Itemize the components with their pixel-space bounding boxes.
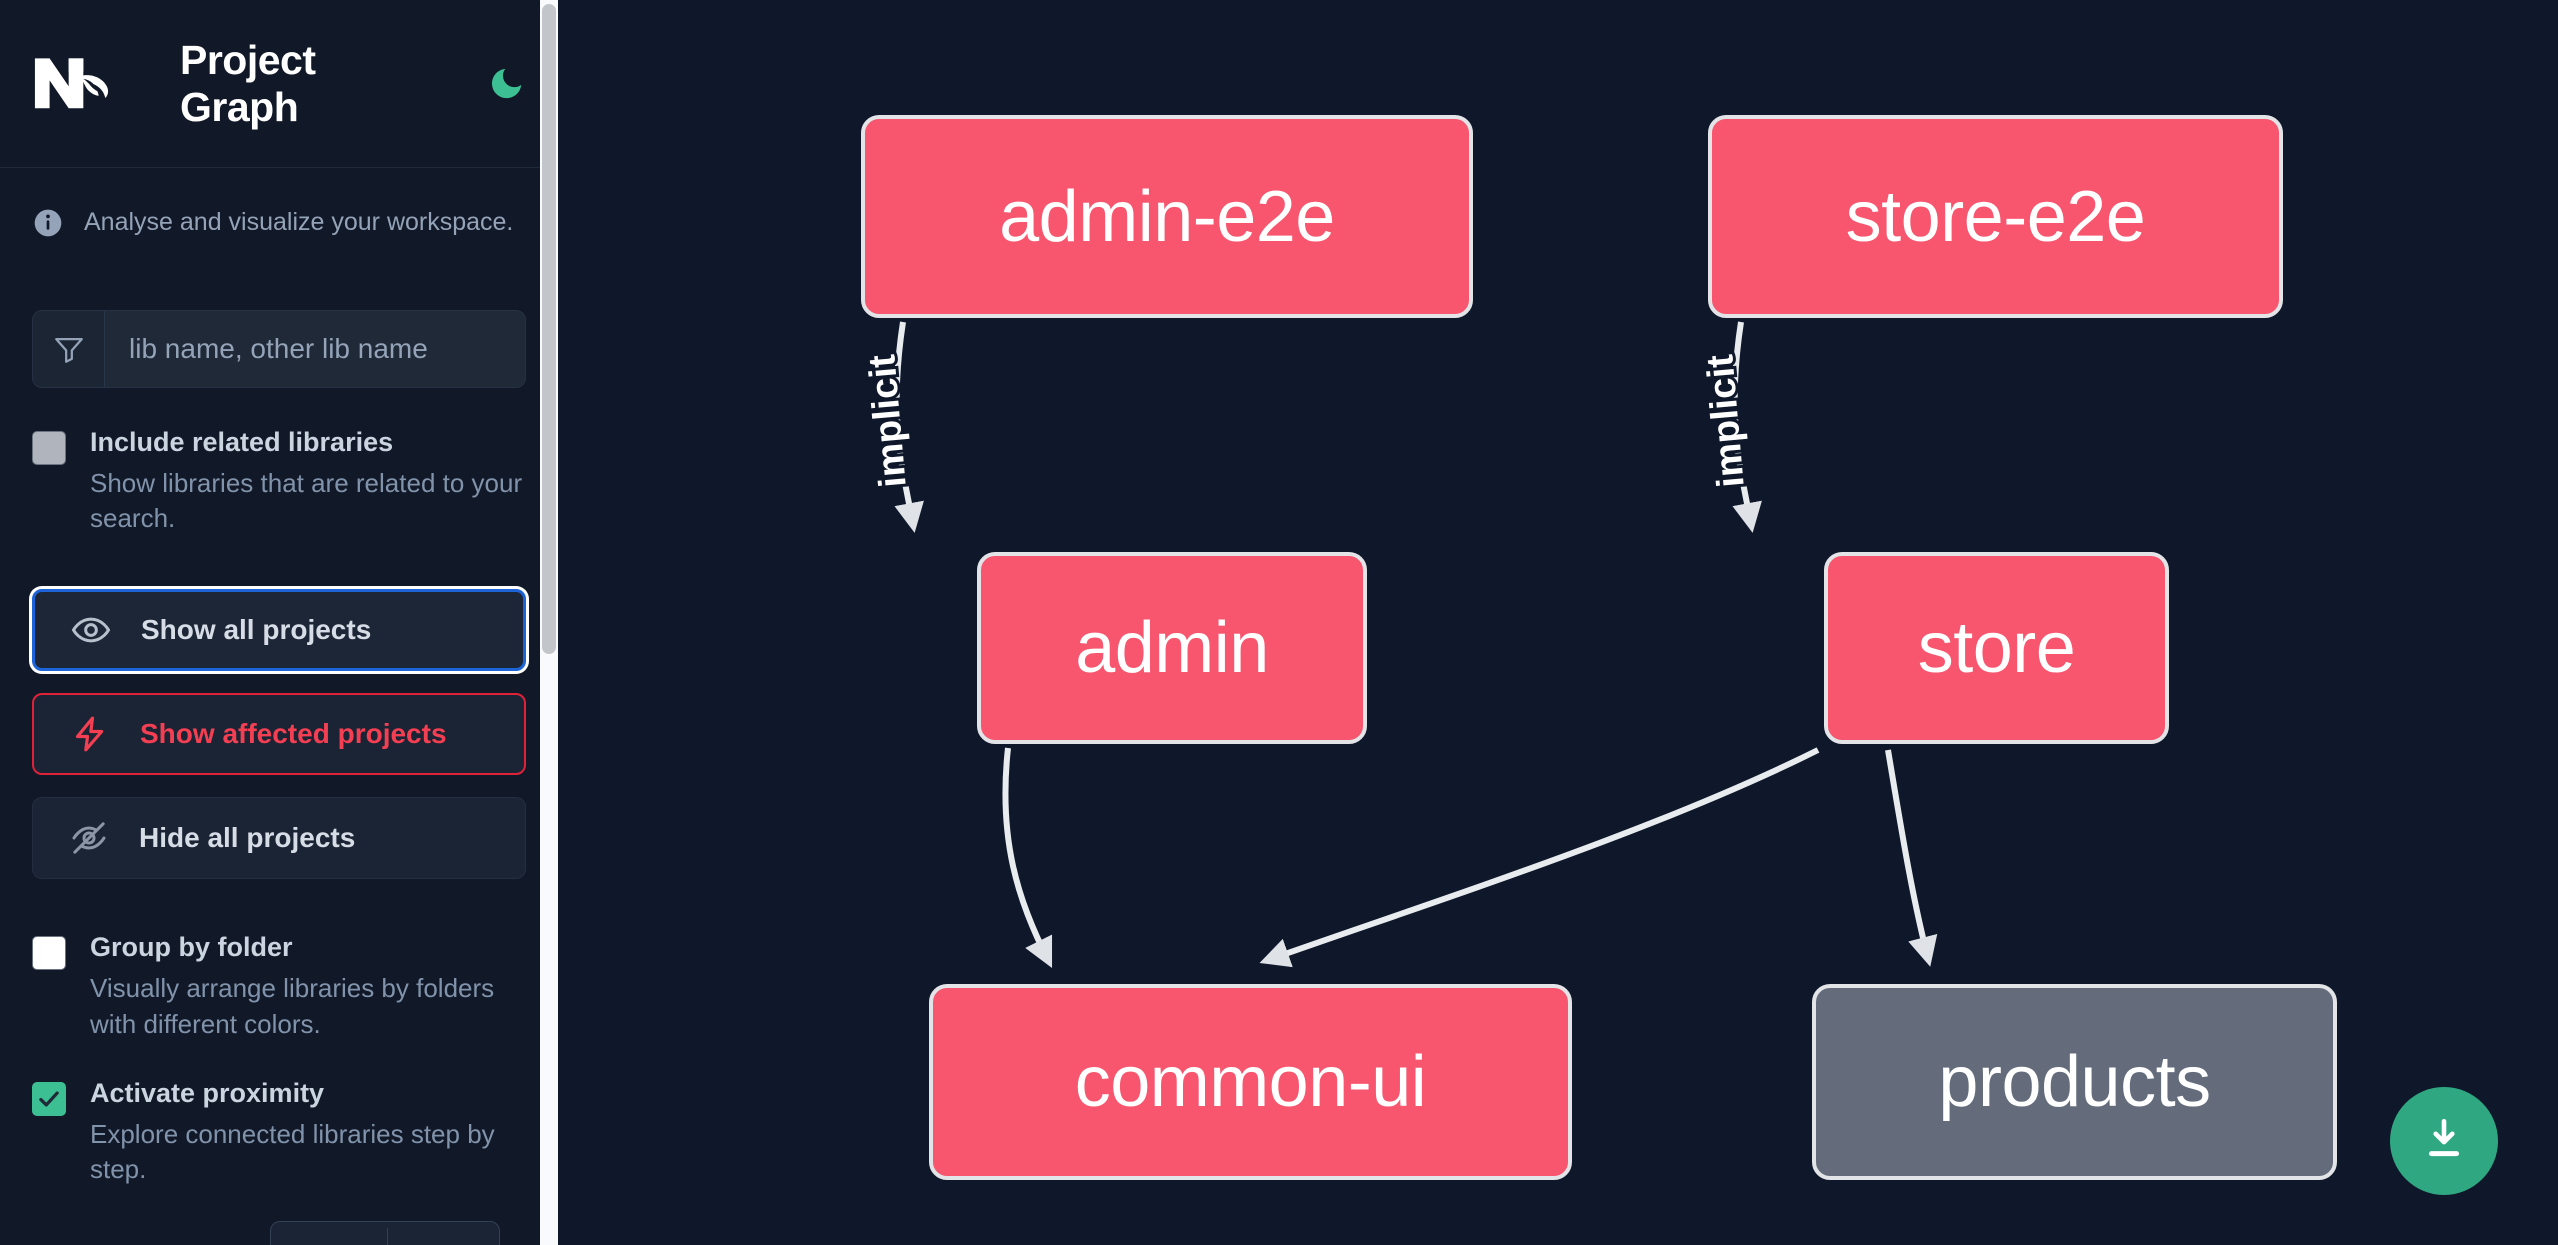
node-label: store-e2e bbox=[1845, 176, 2146, 257]
edge-admin-e2e-admin bbox=[893, 321, 924, 533]
show-affected-projects-button[interactable]: Show affected projects bbox=[32, 693, 526, 776]
checkbox-include-related-libraries[interactable]: Include related libraries Show libraries… bbox=[0, 388, 558, 538]
checkbox-group-by-folder[interactable]: Group by folder Visually arrange librari… bbox=[0, 879, 558, 1043]
tagline-text: Analyse and visualize your workspace. bbox=[84, 208, 514, 236]
include-related-libraries-description: Show libraries that are related to your … bbox=[90, 467, 523, 534]
activate-proximity-description: Explore connected libraries step by step… bbox=[90, 1118, 495, 1185]
node-label: store bbox=[1917, 608, 2076, 688]
include-related-libraries-checkbox[interactable] bbox=[32, 430, 66, 465]
filter-icon bbox=[52, 332, 86, 366]
eye-icon bbox=[71, 610, 111, 650]
group-by-folder-checkbox[interactable] bbox=[32, 936, 66, 971]
nx-logo bbox=[32, 54, 120, 114]
svg-text:implicit: implicit bbox=[861, 353, 914, 490]
activate-proximity-label: Activate proximity bbox=[90, 1077, 325, 1108]
graph-node-store-e2e[interactable]: store-e2e bbox=[1708, 115, 2283, 318]
divider bbox=[387, 1228, 388, 1245]
page-title: Project Graph bbox=[180, 36, 316, 130]
filter-row bbox=[32, 309, 526, 388]
graph-node-products[interactable]: products bbox=[1812, 984, 2337, 1180]
graph-node-admin-e2e[interactable]: admin-e2e bbox=[861, 115, 1473, 318]
filter-icon-box bbox=[33, 310, 105, 387]
graph-node-common-ui[interactable]: common-ui bbox=[929, 984, 1572, 1180]
show-all-projects-label: Show all projects bbox=[141, 614, 372, 646]
graph-canvas[interactable]: implicit implicit admin-e2e store-e2e ad… bbox=[558, 0, 2558, 1245]
graph-node-admin[interactable]: admin bbox=[977, 552, 1367, 744]
group-by-folder-description: Visually arrange libraries by folders wi… bbox=[90, 973, 495, 1039]
projects-button-group: Show all projects Show affected projects bbox=[32, 589, 526, 880]
sidebar-scrollbar-thumb[interactable] bbox=[542, 4, 556, 654]
moon-icon[interactable] bbox=[487, 64, 526, 104]
proximity-stepper-group[interactable] bbox=[270, 1221, 500, 1245]
sidebar-header: Project Graph bbox=[0, 0, 558, 168]
node-label: admin bbox=[1075, 608, 1269, 688]
hide-all-projects-label: Hide all projects bbox=[139, 822, 356, 854]
lightning-icon bbox=[70, 714, 110, 754]
graph-node-store[interactable]: store bbox=[1824, 552, 2169, 744]
activate-proximity-checkbox[interactable] bbox=[32, 1081, 66, 1116]
node-label: products bbox=[1938, 1042, 2211, 1122]
info-icon bbox=[32, 207, 64, 239]
download-icon bbox=[2419, 1114, 2469, 1169]
graph-edges: implicit implicit bbox=[858, 321, 1938, 969]
sidebar: Project Graph Analyse and visualize your… bbox=[0, 0, 558, 1245]
show-affected-projects-label: Show affected projects bbox=[140, 718, 447, 750]
group-by-folder-label: Group by folder bbox=[90, 932, 293, 963]
download-graph-button[interactable] bbox=[2390, 1087, 2498, 1195]
show-all-projects-button[interactable]: Show all projects bbox=[32, 589, 526, 672]
tagline: Analyse and visualize your workspace. bbox=[0, 168, 558, 240]
node-label: admin-e2e bbox=[999, 176, 1335, 257]
search-input[interactable] bbox=[105, 310, 525, 387]
node-label: common-ui bbox=[1074, 1042, 1427, 1122]
check-icon bbox=[36, 1086, 62, 1112]
include-related-libraries-label: Include related libraries bbox=[90, 426, 394, 457]
sidebar-scrollbar-track[interactable] bbox=[540, 0, 558, 1245]
checkbox-activate-proximity[interactable]: Activate proximity Explore connected lib… bbox=[0, 1043, 558, 1189]
edge-labels: implicit implicit bbox=[858, 350, 1755, 493]
hide-all-projects-button[interactable]: Hide all projects bbox=[32, 797, 526, 880]
eye-off-icon bbox=[69, 818, 109, 858]
svg-text:implicit: implicit bbox=[1699, 353, 1752, 490]
